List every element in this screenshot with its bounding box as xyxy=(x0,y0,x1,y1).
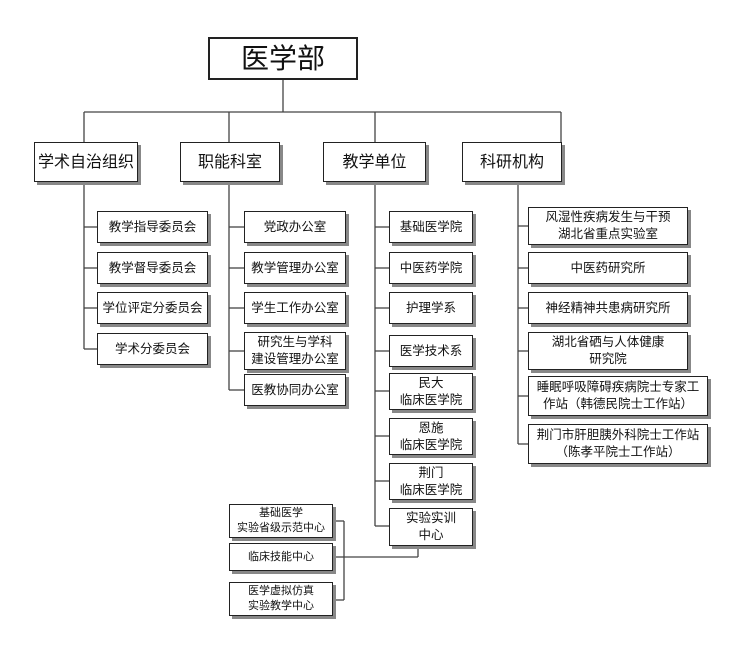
research-institute-item: 神经精神共患病研究所 xyxy=(528,292,688,324)
training-subcenter-item: 医学虚拟仿真 实验教学中心 xyxy=(229,582,333,616)
office-item: 学生工作办公室 xyxy=(244,292,346,324)
teaching-unit-item: 荆门 临床医学院 xyxy=(389,463,473,500)
teaching-unit-item: 中医药学院 xyxy=(389,252,473,284)
teaching-unit-item: 恩施 临床医学院 xyxy=(389,418,473,455)
academic-committee-item: 学术分委员会 xyxy=(97,333,208,365)
category-academic-autonomy: 学术自治组织 xyxy=(34,142,138,182)
office-item: 教学管理办公室 xyxy=(244,252,346,284)
category-research-institutes: 科研机构 xyxy=(462,142,562,182)
teaching-unit-item: 基础医学院 xyxy=(389,211,473,243)
office-item: 研究生与学科 建设管理办公室 xyxy=(244,332,346,370)
training-subcenter-item: 临床技能中心 xyxy=(229,543,333,571)
category-functional-offices: 职能科室 xyxy=(180,142,280,182)
training-subcenter-item: 基础医学 实验省级示范中心 xyxy=(229,504,333,538)
office-item: 党政办公室 xyxy=(244,211,346,243)
academic-committee-item: 教学督导委员会 xyxy=(97,252,208,284)
teaching-unit-item: 医学技术系 xyxy=(389,335,473,367)
research-institute-item: 湖北省硒与人体健康 研究院 xyxy=(528,332,688,370)
category-teaching-units: 教学单位 xyxy=(323,142,426,182)
root-node: 医学部 xyxy=(208,37,358,80)
academic-committee-item: 教学指导委员会 xyxy=(97,211,208,243)
research-institute-item: 中医药研究所 xyxy=(528,252,688,284)
training-center-item: 实验实训 中心 xyxy=(389,508,473,546)
research-institute-item: 睡眠呼吸障碍疾病院士专家工 作站（韩德民院士工作站） xyxy=(528,376,708,416)
teaching-unit-item: 护理学系 xyxy=(389,292,473,324)
research-institute-item: 荆门市肝胆胰外科院士工作站 （陈孝平院士工作站） xyxy=(528,424,708,464)
teaching-unit-item: 民大 临床医学院 xyxy=(389,373,473,410)
office-item: 医教协同办公室 xyxy=(244,374,346,406)
academic-committee-item: 学位评定分委员会 xyxy=(97,292,208,324)
research-institute-item: 风湿性疾病发生与干预 湖北省重点实验室 xyxy=(528,207,688,245)
